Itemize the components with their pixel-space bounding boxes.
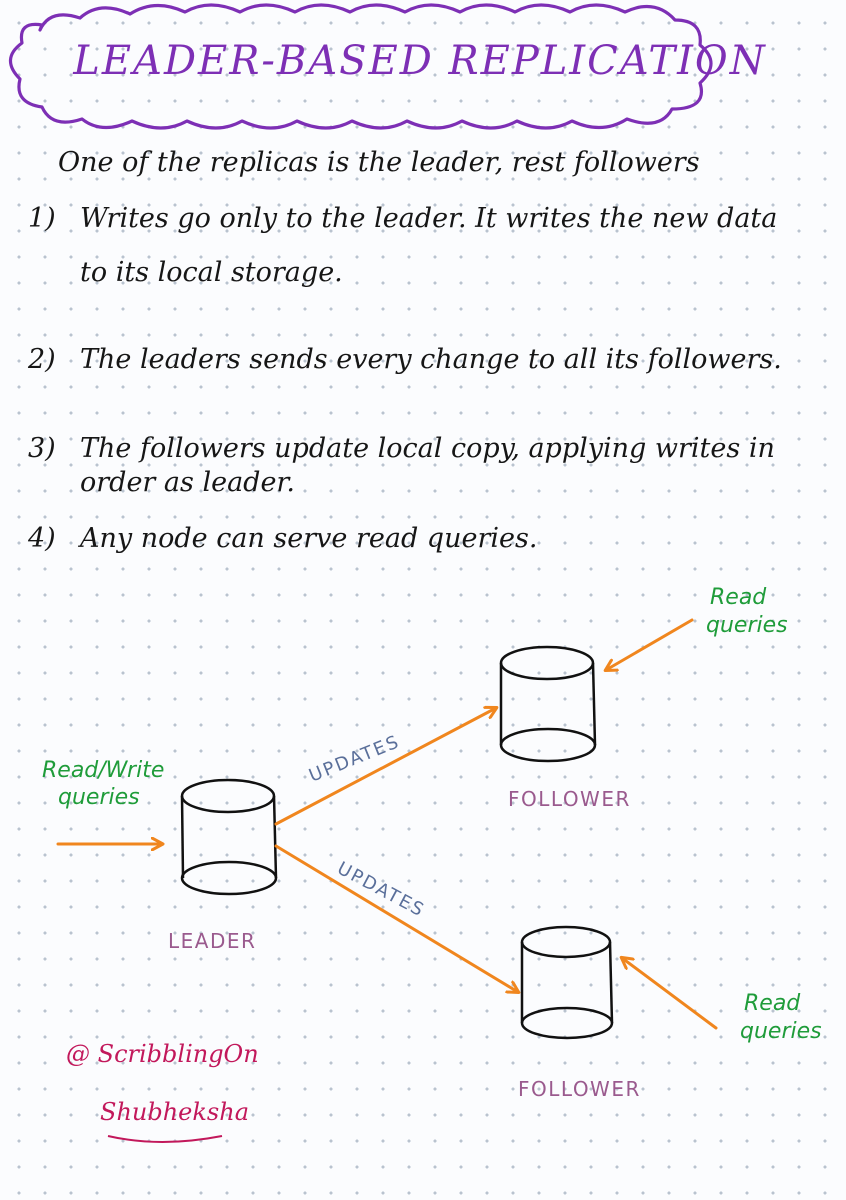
list-item-text: Writes go only to the leader. It writes …	[80, 203, 778, 288]
read-queries-top-label-line2: queries	[706, 613, 788, 638]
updates-top-label: UPDATES	[306, 731, 403, 787]
list-item-1: 1) Writes go only to the leader. It writ…	[28, 192, 808, 300]
credit-name: Shubheksha	[100, 1098, 249, 1126]
replication-diagram: UPDATES UPDATES FOLLOWER LEADER FOLLOWER…	[42, 585, 822, 1143]
credit-handle: @ ScribblingOn	[66, 1040, 259, 1068]
read-queries-bottom-label-line2: queries	[740, 1019, 822, 1044]
read-queries-bottom-arrow	[622, 958, 718, 1030]
list-item-text: The leaders sends every change to all it…	[80, 344, 782, 375]
list-item-number: 2)	[28, 344, 56, 375]
page-title: LEADER-BASED REPLICATION	[73, 38, 767, 84]
follower-bottom-database-icon	[520, 925, 614, 1040]
leader-label: LEADER	[168, 929, 256, 953]
read-queries-top-label-line1: Read	[710, 585, 767, 610]
list-item-number: 1)	[28, 203, 56, 234]
list-item-text: The followers update local copy, applyin…	[80, 433, 775, 498]
title-cloud-border	[8, 3, 713, 130]
list-item-text: Any node can serve read queries.	[80, 523, 538, 554]
list-item-4: 4) Any node can serve read queries.	[28, 512, 808, 566]
list-item-3: 3) The followers update local copy, appl…	[28, 432, 808, 500]
read-write-queries-label-line2: queries	[58, 785, 140, 810]
read-queries-bottom-label-line1: Read	[744, 991, 801, 1016]
intro-text: One of the replicas is the leader, rest …	[58, 147, 700, 178]
follower-bottom-label: FOLLOWER	[518, 1077, 641, 1101]
list-item-number: 4)	[28, 523, 56, 554]
read-queries-top-arrow	[606, 618, 694, 670]
read-write-queries-label-line1: Read/Write	[42, 758, 164, 783]
updates-top-arrow	[274, 708, 496, 826]
follower-top-database-icon	[499, 645, 597, 763]
list-item-number: 3)	[28, 433, 56, 464]
updates-bottom-arrow	[274, 844, 518, 992]
credit-underline	[107, 1135, 223, 1143]
leader-database-icon	[180, 778, 278, 896]
list-item-2: 2) The leaders sends every change to all…	[28, 338, 808, 382]
follower-top-label: FOLLOWER	[508, 787, 631, 811]
